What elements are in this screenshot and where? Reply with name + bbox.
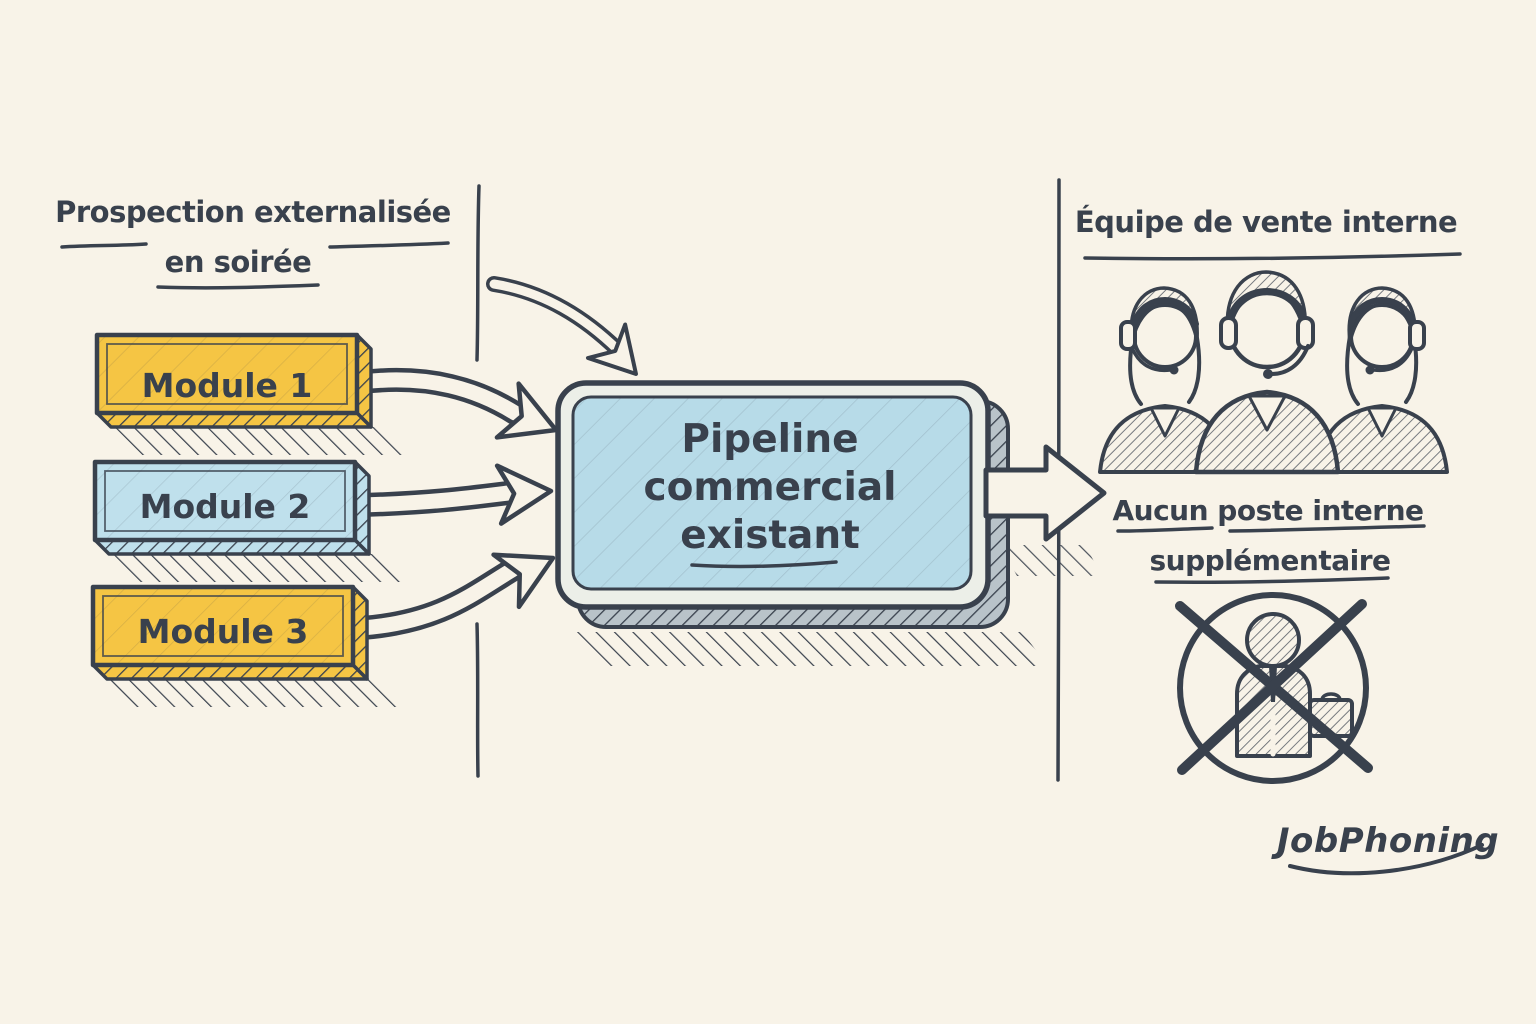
logo-text: JobPhoning (1271, 821, 1499, 861)
pipeline-line1: Pipeline (681, 417, 858, 462)
team-title-underline (1083, 252, 1462, 261)
note-underline-aucun (1116, 526, 1214, 533)
note-underline-supp (1154, 576, 1390, 585)
flow-arrows (350, 367, 559, 640)
arrow-module2-to-pipeline (350, 463, 554, 526)
pipeline-box: Pipeline commercial existant (555, 380, 1010, 629)
arrow-top-to-pipeline (486, 276, 638, 376)
team-title: Équipe de vente interne (1075, 205, 1457, 239)
module-1-label: Module 1 (142, 366, 313, 405)
arrow-module3-to-pipeline (350, 552, 556, 640)
note-line2: supplémentaire (1149, 544, 1390, 577)
note-underline-poste (1228, 524, 1426, 533)
module-boxes: Module 1 Module 2 Module 3 (90, 332, 373, 681)
module-2-box: Module 2 (92, 459, 371, 556)
arrow-module1-to-pipeline (350, 367, 559, 440)
brand-logo: JobPhoning (1271, 821, 1499, 876)
cross-line-2 (1177, 599, 1367, 775)
left-title-line2: en soirée (165, 245, 312, 279)
right-section: Équipe de vente interne (1075, 205, 1462, 784)
arrow-pipeline-to-team (983, 444, 1107, 542)
ground-shadows (108, 427, 1102, 707)
left-divider-top (475, 184, 481, 362)
pipeline-line3: existant (680, 513, 860, 558)
left-section-header: Prospection externalisée en soirée (55, 195, 451, 290)
left-title-flank-right (328, 241, 450, 249)
block-arrow-right (983, 444, 1107, 542)
team-agents-illustration (1098, 270, 1449, 475)
agent-right (1315, 286, 1449, 474)
module-3-box: Module 3 (90, 584, 369, 681)
agent-center (1193, 270, 1341, 475)
left-divider-bottom (475, 622, 480, 778)
logo-swoosh (1288, 843, 1484, 876)
pipeline-shadow (575, 632, 1048, 666)
pipeline-line2: commercial (643, 465, 896, 510)
arrow-shadow (1000, 545, 1102, 576)
pipeline-underline (690, 560, 838, 569)
module-1-shadow (112, 427, 404, 455)
left-title-flank-left (60, 242, 148, 249)
module-3-label: Module 3 (138, 612, 309, 651)
no-hire-icon (1175, 592, 1373, 784)
note-line1: Aucun poste interne (1112, 494, 1423, 527)
module-2-shadow (110, 554, 402, 582)
module-3-shadow (108, 679, 400, 707)
module-2-label: Module 2 (140, 487, 311, 526)
module-1-box: Module 1 (94, 332, 373, 429)
left-title-line1: Prospection externalisée (55, 195, 451, 229)
left-title-underline (156, 283, 320, 290)
